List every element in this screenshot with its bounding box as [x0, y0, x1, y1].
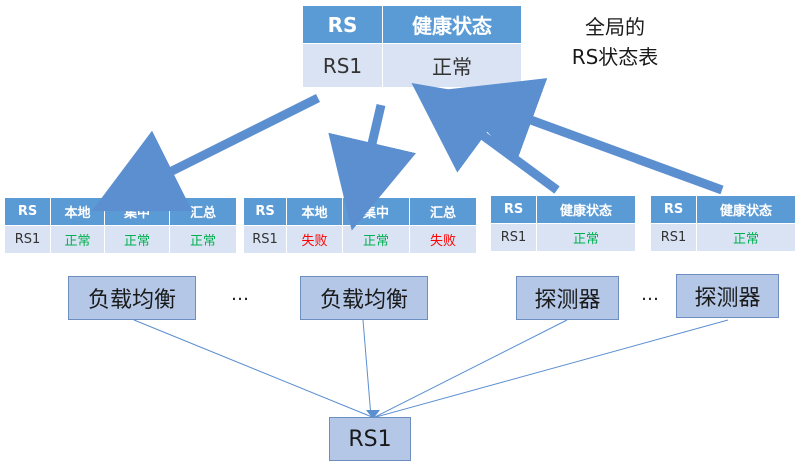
global-table-caption: 全局的 RS状态表 — [560, 12, 670, 72]
header-health: 健康状态 — [696, 195, 796, 224]
header-summary: 汇总 — [409, 197, 477, 226]
prober-node-1: 探测器 — [516, 276, 619, 320]
cell-local: 正常 — [50, 225, 105, 254]
prober-node-2: 探测器 — [676, 274, 779, 318]
header-health: 健康状态 — [536, 195, 636, 224]
cell-summary: 失败 — [409, 225, 477, 254]
global-rs-state-table: RS 健康状态 RS1 正常 — [302, 5, 522, 88]
link-probe1-to-rs1 — [374, 319, 568, 418]
cell-rs: RS1 — [243, 225, 287, 254]
load-balancer-node-1: 负载均衡 — [68, 276, 196, 320]
cell-central: 正常 — [104, 225, 170, 254]
link-lb1-to-rs1 — [133, 319, 373, 418]
cell-rs: RS1 — [490, 223, 537, 252]
cell-rs: RS1 — [4, 225, 51, 254]
caption-line-2: RS状态表 — [571, 45, 659, 69]
arrow-global-to-lb1 — [91, 93, 321, 212]
cell-summary: 正常 — [169, 225, 237, 254]
rs1-node: RS1 — [329, 417, 411, 461]
cell-rs: RS1 — [302, 43, 383, 88]
caption-line-1: 全局的 — [585, 15, 645, 39]
ellipsis-right: … — [641, 284, 659, 305]
probe-table-1: RS 健康状态 RS1 正常 — [490, 195, 636, 252]
header-health: 健康状态 — [382, 5, 522, 44]
arrow-global-to-lb2 — [328, 103, 416, 231]
ellipsis-left: … — [231, 284, 249, 305]
cell-health: 正常 — [696, 223, 796, 252]
link-lb2-to-rs1 — [362, 319, 372, 418]
cell-rs: RS1 — [650, 223, 697, 252]
probe-table-2: RS 健康状态 RS1 正常 — [650, 195, 796, 252]
arrow-probe2-to-global — [447, 78, 724, 195]
rs1-arrowhead — [366, 410, 380, 419]
cell-health: 正常 — [536, 223, 636, 252]
header-rs: RS — [650, 195, 697, 224]
load-balancer-node-2: 负载均衡 — [300, 276, 428, 320]
link-probe2-to-rs1 — [375, 319, 729, 418]
header-rs: RS — [302, 5, 383, 44]
header-rs: RS — [490, 195, 537, 224]
header-rs: RS — [4, 197, 51, 226]
